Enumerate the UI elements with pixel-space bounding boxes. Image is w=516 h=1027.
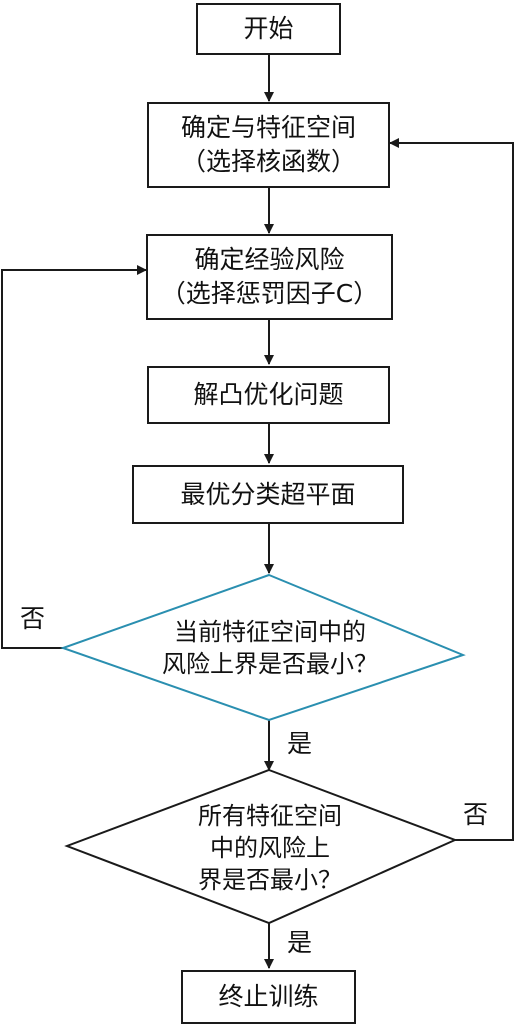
decision2-no-label: 否	[463, 800, 489, 829]
feature-space-line2: （选择核函数）	[180, 147, 356, 176]
end-node: 终止训练	[181, 970, 356, 1024]
decision2-text: 所有特征空间 中的风险上 界是否最小？	[150, 800, 390, 896]
start-node: 开始	[196, 3, 341, 55]
decision2-line2: 中的风险上	[210, 834, 330, 862]
empirical-risk-line1: 确定经验风险	[194, 245, 345, 274]
decision2-diamond	[64, 768, 458, 925]
end-label: 终止训练	[218, 982, 319, 1011]
arrow-decision1-no-loop	[1, 265, 147, 649]
decision1-yes-label: 是	[287, 729, 313, 758]
hyperplane-node: 最优分类超平面	[132, 465, 404, 524]
decision2-line1: 所有特征空间	[198, 802, 342, 830]
convex-label: 解凸优化问题	[193, 380, 344, 409]
empirical-risk-node: 确定经验风险 （选择惩罚因子C）	[146, 234, 393, 320]
convex-node: 解凸优化问题	[147, 366, 390, 424]
decision1-text: 当前特征空间中的 风险上界是否最小？	[120, 616, 420, 680]
feature-space-line1: 确定与特征空间	[180, 113, 356, 142]
decision1-line2: 风险上界是否最小？	[162, 650, 378, 678]
feature-space-node: 确定与特征空间 （选择核函数）	[147, 102, 390, 188]
hyperplane-label: 最优分类超平面	[180, 479, 356, 509]
decision2-yes-label: 是	[287, 928, 313, 957]
arrow-decision2-no-loop	[389, 138, 514, 841]
decision2-line3: 界是否最小？	[198, 866, 342, 894]
decision1-line1: 当前特征空间中的	[174, 618, 366, 646]
empirical-risk-line2: （选择惩罚因子C）	[160, 279, 379, 308]
start-label: 开始	[243, 14, 294, 43]
decision1-diamond	[59, 573, 466, 722]
decision1-no-label: 否	[20, 604, 46, 633]
